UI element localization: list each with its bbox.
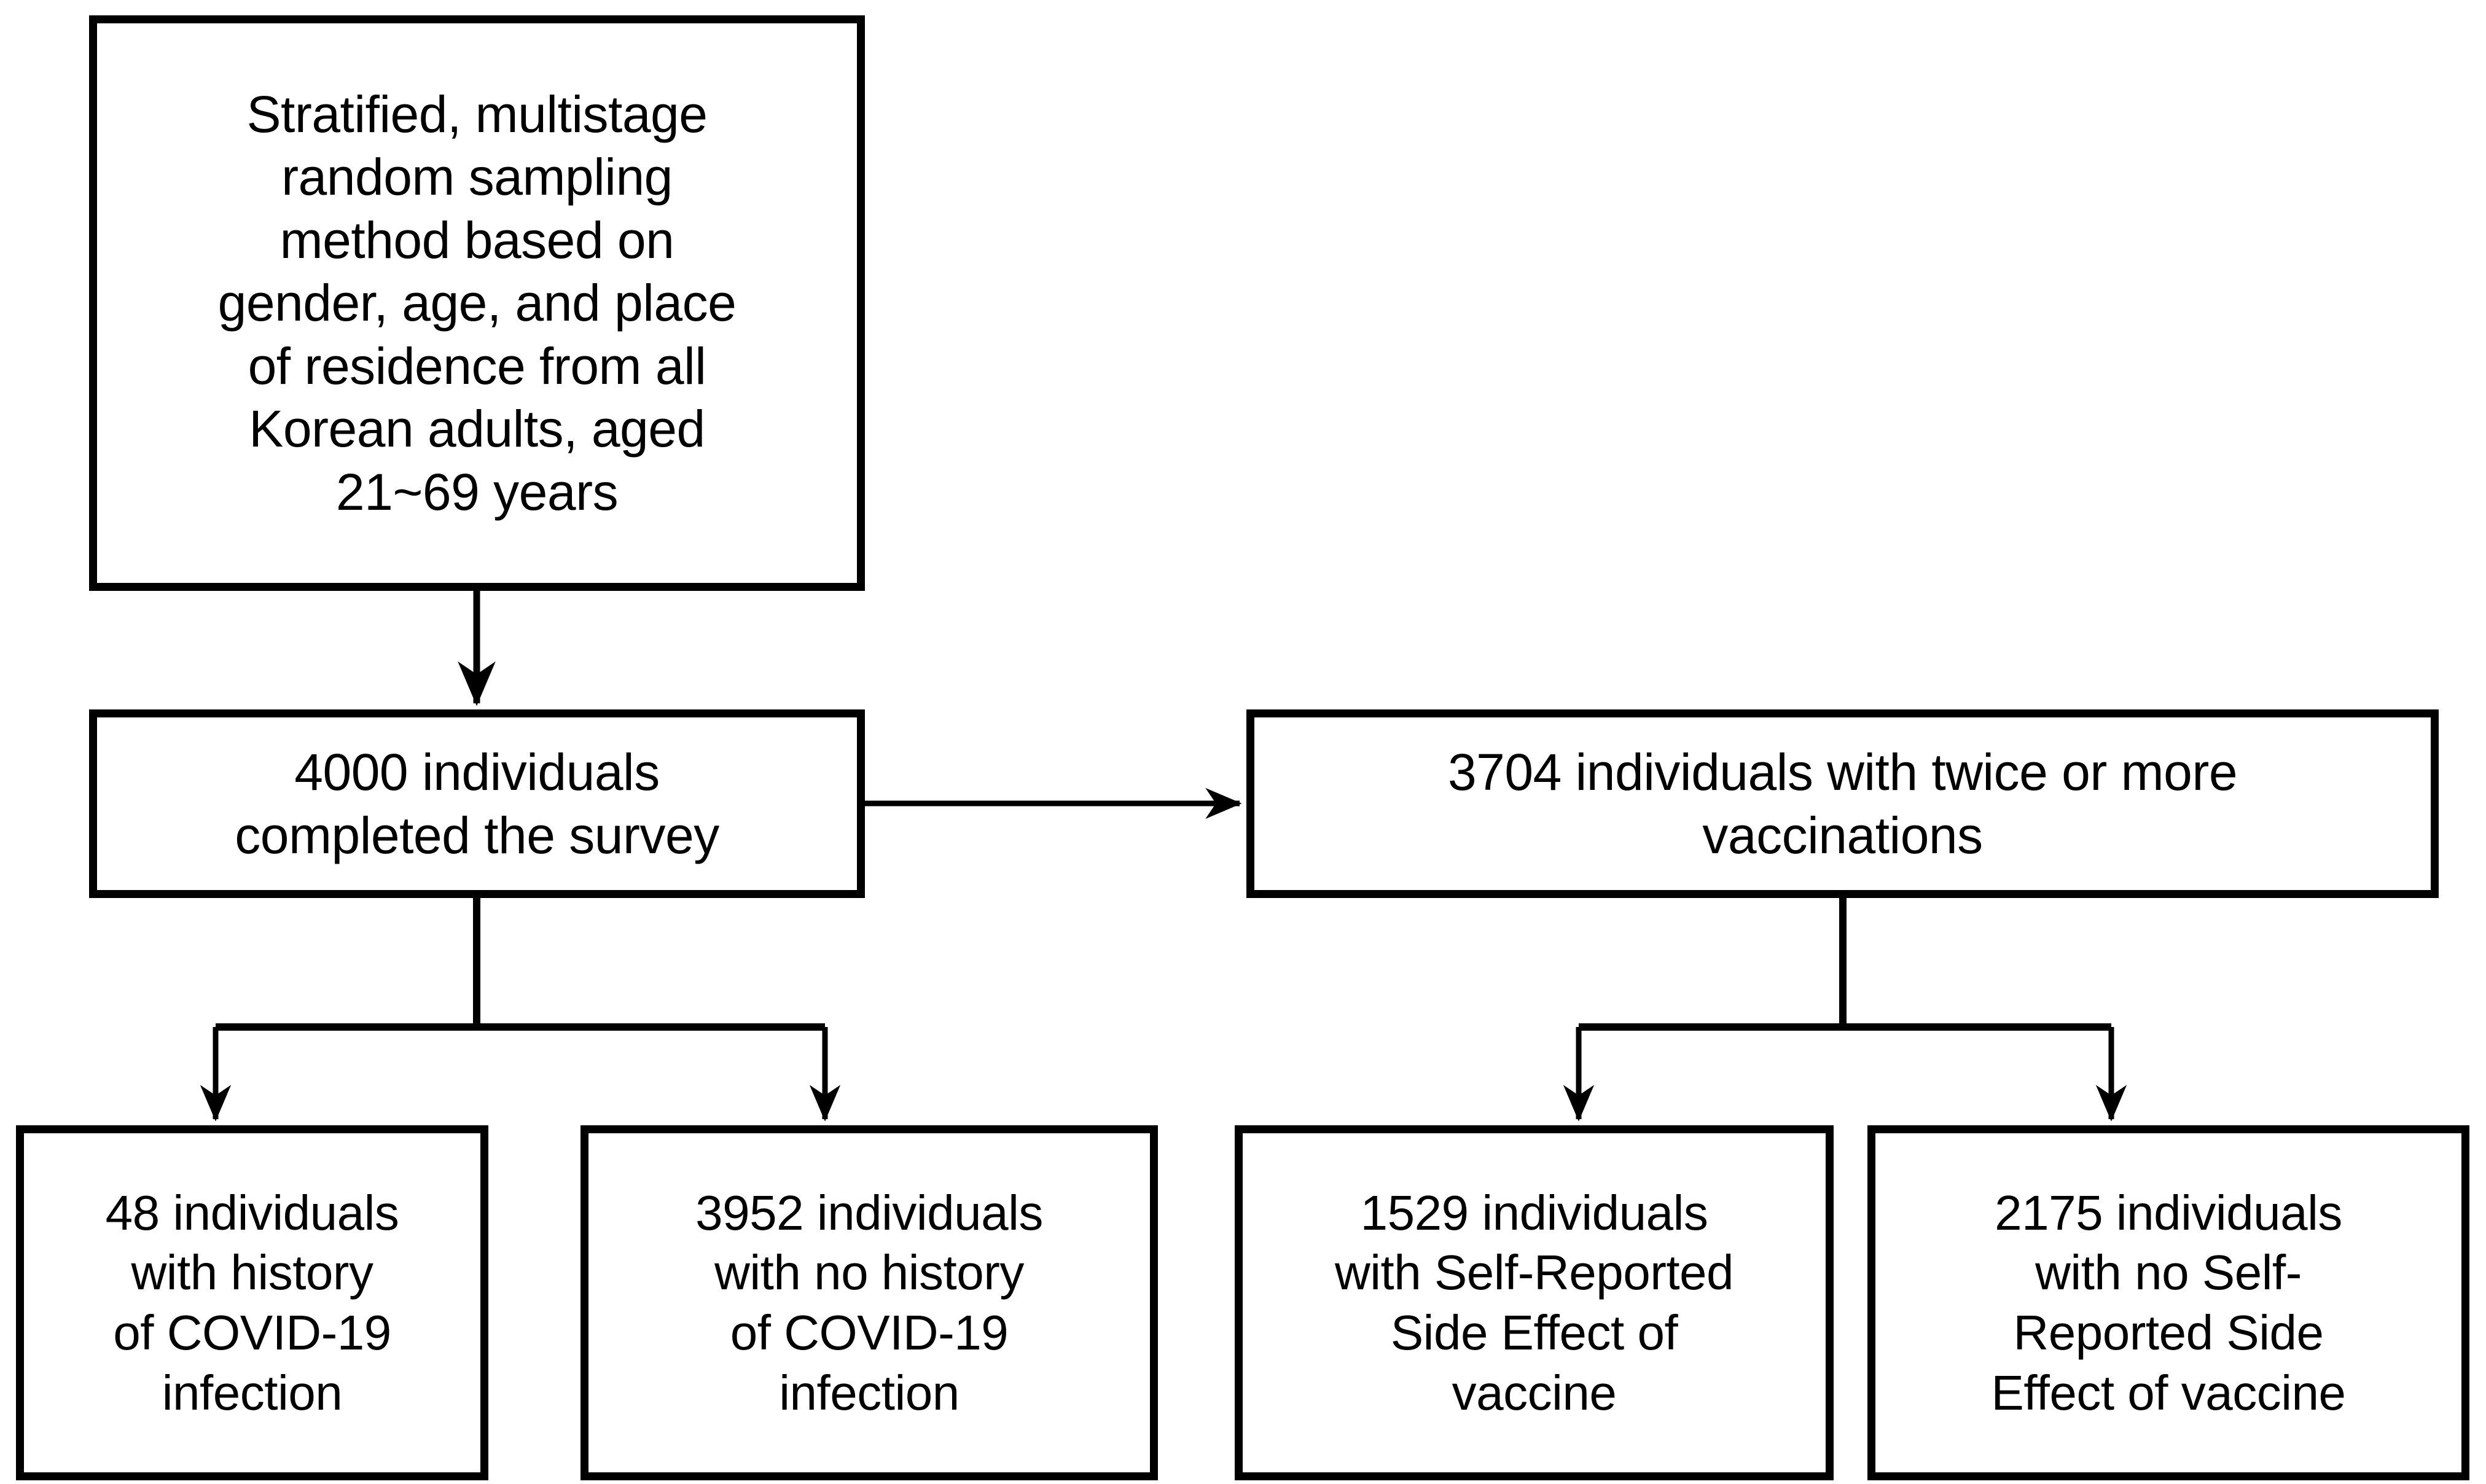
node-covid-history-no: 3952 individuals with no history of COVI… <box>580 1125 1158 1480</box>
node-vaccinated-twice-or-more-label: 3704 individuals with twice or more vacc… <box>1447 743 2238 864</box>
node-covid-history-yes-label: 48 individuals with history of COVID-19 … <box>105 1185 399 1420</box>
node-completed-survey: 4000 individuals completed the survey <box>89 709 865 898</box>
edge-vaccinated-split <box>1563 898 2127 1122</box>
node-side-effect-no: 2175 individuals with no Self- Reported … <box>1867 1125 2469 1480</box>
node-side-effect-yes: 1529 individuals with Self-Reported Side… <box>1235 1125 1834 1480</box>
node-completed-survey-label: 4000 individuals completed the survey <box>235 743 719 864</box>
edge-completed-split <box>200 898 841 1122</box>
node-source-population: Stratified, multistage random sampling m… <box>89 15 865 591</box>
node-vaccinated-twice-or-more: 3704 individuals with twice or more vacc… <box>1246 709 2439 898</box>
node-covid-history-no-label: 3952 individuals with no history of COVI… <box>695 1185 1043 1420</box>
node-side-effect-yes-label: 1529 individuals with Self-Reported Side… <box>1334 1185 1734 1420</box>
node-source-population-label: Stratified, multistage random sampling m… <box>217 85 737 521</box>
node-side-effect-no-label: 2175 individuals with no Self- Reported … <box>1991 1185 2346 1420</box>
node-covid-history-yes: 48 individuals with history of COVID-19 … <box>16 1125 488 1480</box>
